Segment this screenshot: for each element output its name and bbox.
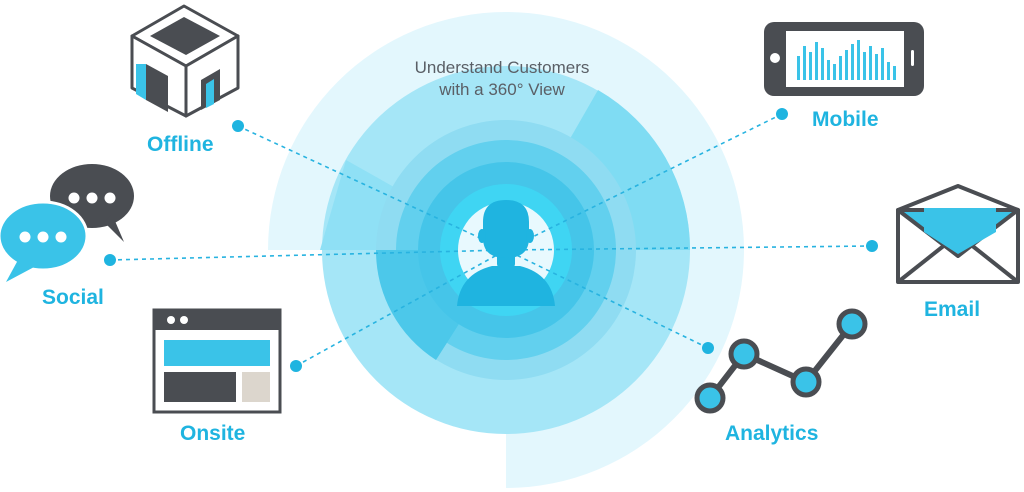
label-mobile: Mobile <box>812 108 879 131</box>
connector-lines <box>109 113 873 367</box>
connector-mobile <box>505 113 783 251</box>
dot-mobile <box>776 108 788 120</box>
label-onsite: Onsite <box>180 422 246 445</box>
title-line-1: Understand Customers <box>414 58 590 77</box>
customer-silhouette-icon <box>457 200 555 306</box>
connector-social <box>109 249 507 261</box>
dot-social <box>104 254 116 266</box>
label-social: Social <box>42 286 104 309</box>
connector-dots <box>104 108 878 372</box>
line-graph-icon <box>694 308 868 414</box>
connector-email <box>505 245 873 251</box>
dot-onsite <box>290 360 302 372</box>
label-email: Email <box>924 298 981 321</box>
title-line-2: with a 360° View <box>439 80 565 99</box>
envelope-icon <box>896 184 1020 284</box>
connector-offline <box>237 125 507 251</box>
smartphone-chart-icon <box>764 22 924 96</box>
store-building-icon <box>130 4 240 118</box>
diagram-title: Understand Customers with a 360° View <box>352 57 652 101</box>
dot-analytics <box>702 342 714 354</box>
label-analytics: Analytics <box>725 422 819 445</box>
dot-email <box>866 240 878 252</box>
browser-window-icon <box>152 308 282 414</box>
connector-analytics <box>505 249 709 349</box>
chat-bubbles-icon <box>0 164 134 282</box>
label-offline: Offline <box>147 133 214 156</box>
dot-offline <box>232 120 244 132</box>
